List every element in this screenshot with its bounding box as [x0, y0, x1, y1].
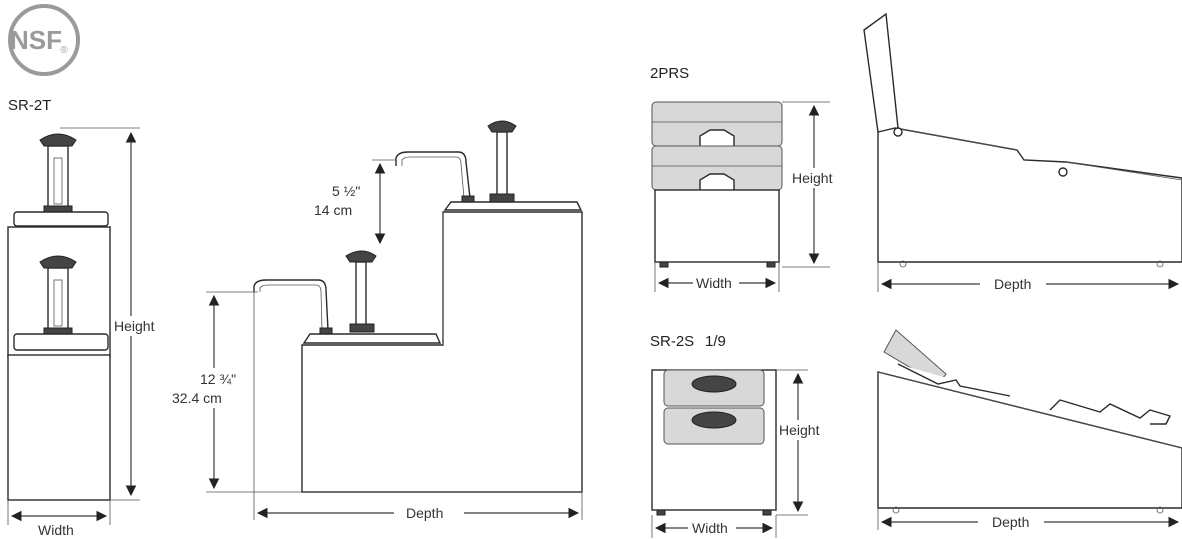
sr2t-lower-cabinet [7, 354, 111, 501]
sr2t-drawing: SR-2T Height Width [7, 97, 159, 538]
sr2t-height-label: Height [114, 318, 155, 334]
step-depth-label: Depth [406, 505, 443, 521]
sr2s-height-label: Height [779, 422, 820, 438]
step-lower-dim-line1: 12 ¾" [200, 371, 236, 387]
2prs-side-view: Depth [863, 12, 1182, 294]
sr2s-title-suffix: 1/9 [705, 333, 726, 350]
sr2t-title: SR-2T [8, 97, 51, 114]
nsf-logo-text: NSF [10, 25, 62, 55]
step-cabinet [301, 211, 583, 493]
sr2t-upper-pump [13, 133, 109, 227]
nsf-logo-mark: ® [60, 45, 68, 56]
step-lower-pump [253, 250, 377, 335]
step-drawing: 5 ½" 14 cm 12 ¾" 32.4 cm Depth [170, 120, 583, 523]
step-lower-dim-line2: 32.4 cm [172, 390, 222, 406]
sr2s-drawing: SR-2S 1/9 Height Width [650, 329, 1182, 538]
sr2t-width-label: Width [38, 522, 74, 538]
nsf-logo: NSF ® [8, 4, 80, 76]
2prs-title: 2PRS [650, 65, 689, 82]
step-upper-dim-line1: 5 ½" [332, 183, 360, 199]
sr2s-depth-label: Depth [992, 514, 1029, 530]
2prs-height-label: Height [792, 170, 833, 186]
sr2t-lower-pump [13, 255, 109, 351]
sr2s-title: SR-2S [650, 333, 694, 350]
2prs-depth-label: Depth [994, 276, 1031, 292]
2prs-drawing: 2PRS Height Width [650, 12, 1182, 294]
sr2s-side-view: Depth [877, 329, 1182, 532]
2prs-width-label: Width [696, 275, 732, 291]
step-upper-pump [395, 120, 517, 203]
step-upper-dim-line2: 14 cm [314, 202, 352, 218]
2prs-base [654, 189, 780, 263]
sr2s-width-label: Width [692, 520, 728, 536]
